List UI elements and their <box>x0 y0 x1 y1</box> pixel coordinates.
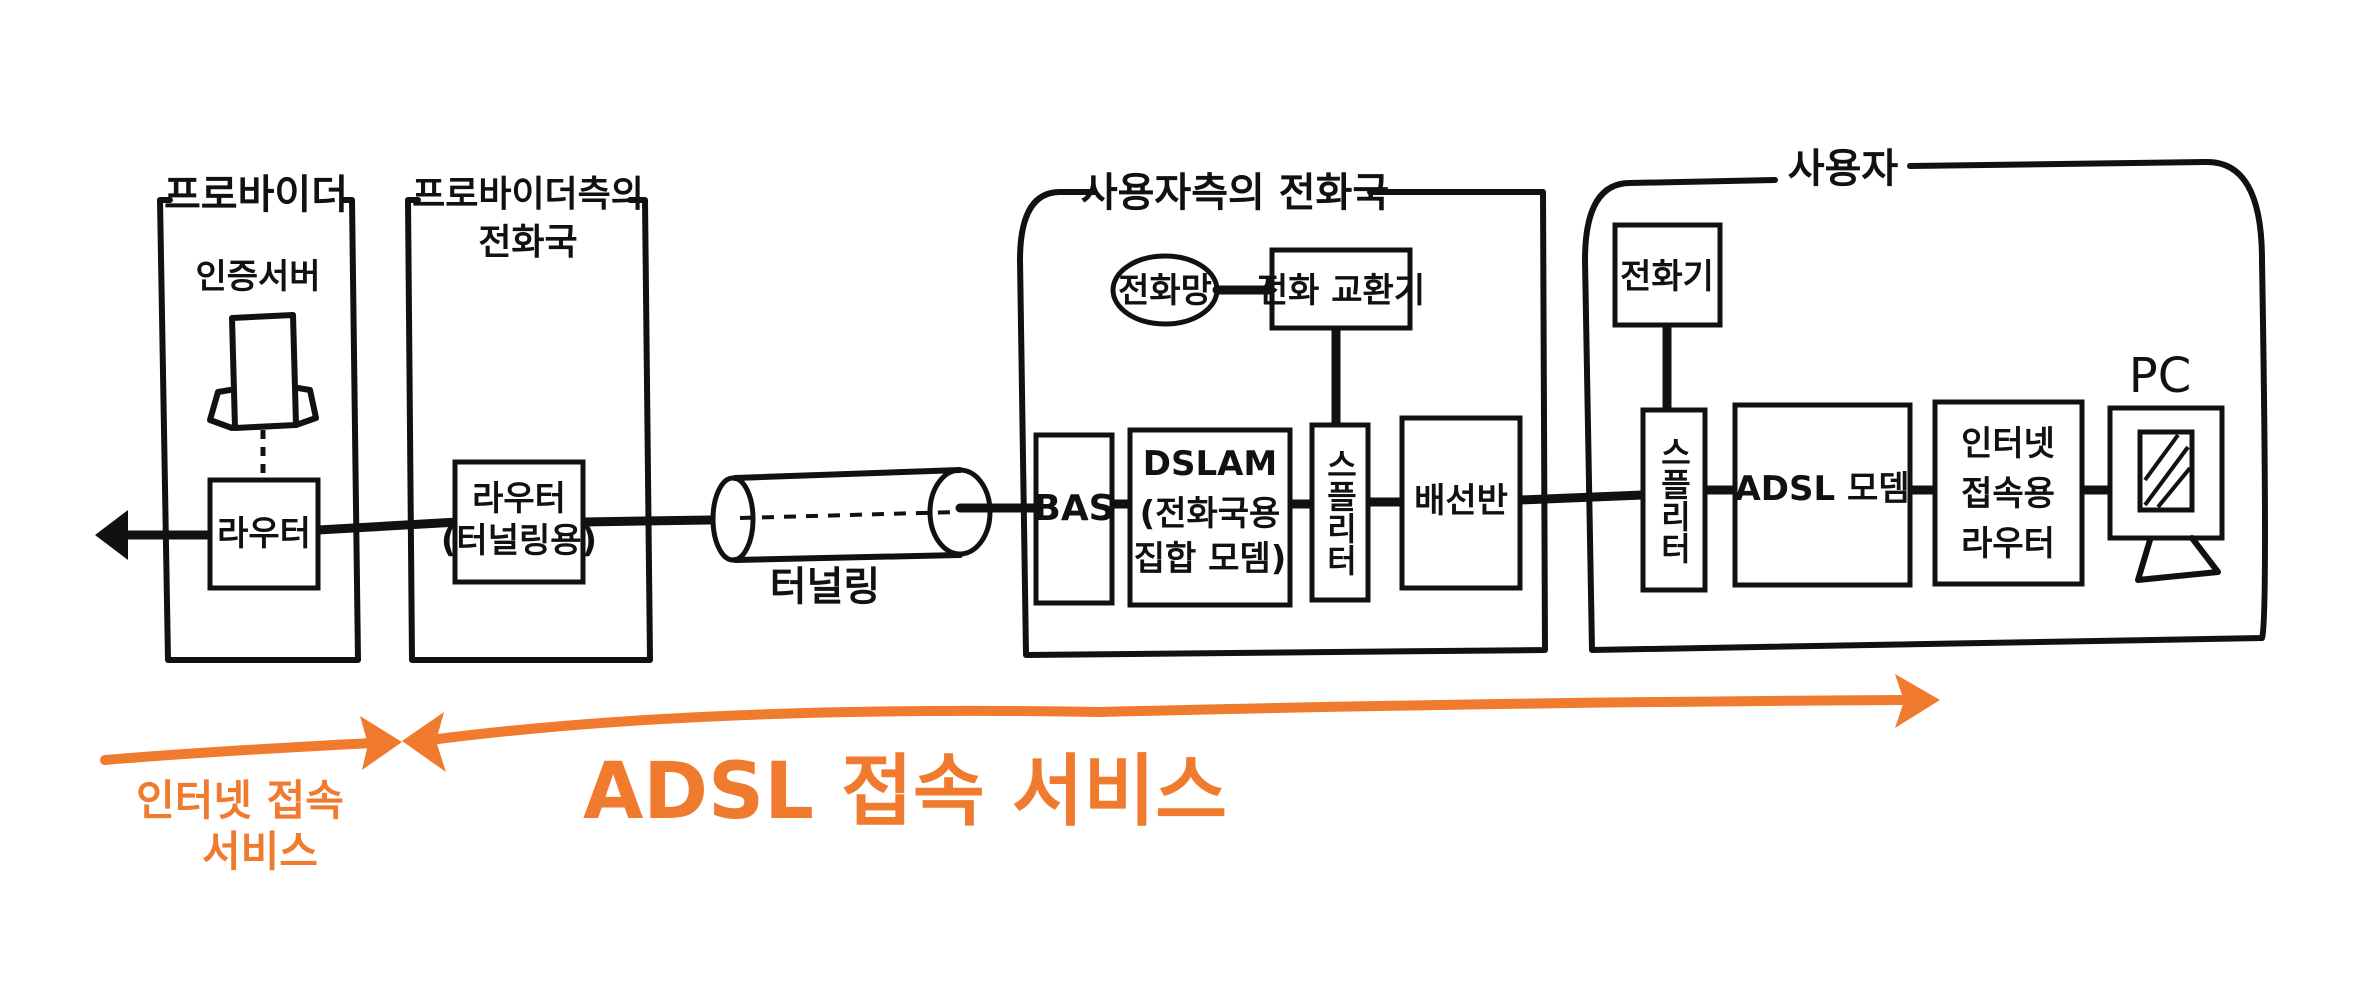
bas-label: BAS <box>1033 488 1114 529</box>
office-splitter-box: 스플리터 <box>1309 422 1371 603</box>
internet-router-box: 인터넷 접속용 라우터 <box>1932 399 2085 587</box>
tunneling-router-label-line1: 라우터 <box>472 479 566 519</box>
auth-server-label: 인증서버 <box>195 257 320 297</box>
adsl-service-arrow: ADSL 접속 서비스 <box>402 674 1940 837</box>
phone-network-label: 전화망 <box>1118 271 1212 311</box>
auth-server: 인증서버 <box>195 257 321 475</box>
internet-router-label-line1: 인터넷 <box>1961 424 2055 464</box>
user-office-group: 사용자측의 전화국 <box>1017 170 1548 658</box>
phone-network: 전화망 <box>1110 253 1220 327</box>
dslam-label-line3: 집합 모뎀) <box>1134 539 1287 579</box>
dslam-box: DSLAM (전화국용 집합 모뎀) <box>1127 427 1293 608</box>
user-office-title: 사용자측의 전화국 <box>1081 170 1389 216</box>
pc-label: PC <box>2129 348 2191 404</box>
adsl-modem-box: ADSL 모뎀 <box>1732 402 1913 588</box>
provider-title: 프로바이더 <box>164 172 348 218</box>
bas-box: BAS <box>1033 432 1115 606</box>
provider-office-title-line2: 전화국 <box>478 222 577 263</box>
internet-router-label-line3: 라우터 <box>1961 524 2055 564</box>
internet-service-label-line1: 인터넷 접속 <box>136 776 344 825</box>
tunneling-router-label-line2: (터널링용) <box>441 521 597 561</box>
user-group: 사용자 <box>1582 146 2268 653</box>
provider-router-label: 라우터 <box>217 514 311 554</box>
provider-router: 라우터 <box>207 477 321 591</box>
office-splitter-label: 스플리터 <box>1321 448 1359 576</box>
internet-service-label-line2: 서비스 <box>202 827 318 876</box>
tunneling-router: 라우터 (터널링용) <box>441 459 597 585</box>
telephone-box: 전화기 <box>1612 222 1723 328</box>
internet-router-label-line2: 접속용 <box>1961 474 2055 514</box>
telephone-label: 전화기 <box>1620 257 1714 297</box>
user-splitter-label: 스플리터 <box>1655 436 1693 564</box>
distribution-board-label: 배선반 <box>1414 481 1508 521</box>
adsl-service-label: ADSL 접속 서비스 <box>583 747 1227 837</box>
phone-switch: 전화 교환기 <box>1257 247 1425 331</box>
provider-office-title-line1: 프로바이더측의 <box>412 174 644 215</box>
adsl-modem-label: ADSL 모뎀 <box>1734 469 1909 509</box>
tunneling-label: 터널링 <box>770 564 880 610</box>
distribution-board-box: 배선반 <box>1399 415 1523 591</box>
user-title: 사용자 <box>1788 146 1899 192</box>
provider-arrowhead <box>95 510 128 560</box>
tunnel: 터널링 <box>710 467 993 610</box>
provider-office-group: 프로바이더측의 전화국 <box>405 174 653 663</box>
dslam-label-line1: DSLAM <box>1143 444 1278 484</box>
internet-service-arrow: 인터넷 접속 서비스 <box>100 716 402 876</box>
phone-switch-label: 전화 교환기 <box>1257 271 1425 311</box>
pc: PC <box>2107 348 2225 583</box>
server-icon <box>229 312 299 431</box>
provider-group: 프로바이더 <box>157 172 361 663</box>
user-splitter-box: 스플리터 <box>1640 407 1708 593</box>
dslam-label-line2: (전화국용 <box>1140 494 1281 534</box>
